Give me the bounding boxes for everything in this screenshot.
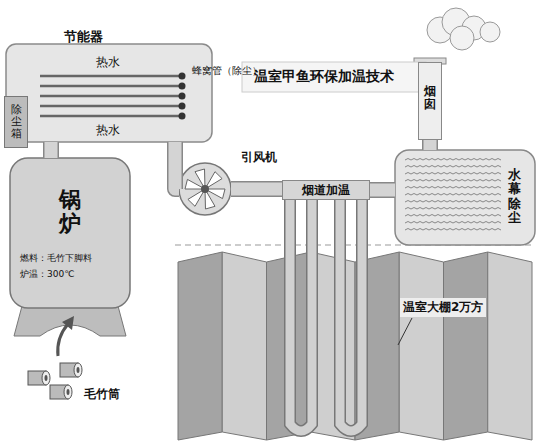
diagram-title: 温室甲鱼环保加温技术 xyxy=(254,68,394,86)
bamboo-tube xyxy=(28,371,50,385)
leader-line xyxy=(398,318,412,345)
water-wave xyxy=(405,180,501,182)
greenhouse-panel xyxy=(399,252,443,440)
boiler: 锅炉燃料：毛竹下脚料炉温：300℃ xyxy=(10,158,130,308)
greenhouse: 温室大棚2万方 xyxy=(178,252,532,440)
honeycomb-tube xyxy=(40,105,180,108)
pipe-connector xyxy=(370,190,395,191)
boiler-body xyxy=(10,158,130,308)
induced-fan: 引风机 xyxy=(179,163,231,215)
part-label: 蜂窝管（除尘） xyxy=(192,66,202,77)
feed-arrow xyxy=(58,324,68,356)
node-text: 炉温：300℃ xyxy=(20,268,74,281)
water-wave xyxy=(405,173,501,175)
water-wave xyxy=(405,187,501,189)
greenhouse-panel xyxy=(488,252,532,440)
water-wave xyxy=(405,194,501,196)
water-wave xyxy=(405,215,501,217)
node-text: 燃料：毛竹下脚料 xyxy=(20,252,92,265)
greenhouse-panel xyxy=(222,252,266,440)
pipe-body xyxy=(45,142,58,158)
water-curtain: 水幕除尘 xyxy=(395,150,535,245)
water-wave xyxy=(405,222,501,224)
node-text: 烟囱 xyxy=(424,85,436,111)
flue-tube xyxy=(340,196,362,431)
pipe-body xyxy=(370,184,395,197)
water-wave xyxy=(405,166,501,168)
tube-end xyxy=(179,93,186,100)
pipe-outline xyxy=(43,142,59,158)
pipe-outline xyxy=(175,142,179,189)
tube-end xyxy=(179,83,186,90)
pipe-outline xyxy=(231,181,282,197)
water-curtain-housing xyxy=(395,150,535,245)
greenhouse-panels xyxy=(178,252,532,440)
flue-duct: 烟道加温 xyxy=(282,180,370,200)
node-text: 引风机 xyxy=(241,149,277,166)
water-wave xyxy=(405,208,501,210)
smoke-cloud xyxy=(480,22,500,42)
pipe-connector xyxy=(430,140,431,150)
title-frame xyxy=(242,62,426,92)
greenhouse-panel xyxy=(178,252,222,440)
greenhouse-panel xyxy=(444,252,488,440)
node-text: 热水 xyxy=(96,54,120,71)
energy-saver: 节能器热水热水除尘箱 xyxy=(6,28,212,142)
flue-tube-outline xyxy=(340,196,362,431)
pipe-connector xyxy=(51,142,52,158)
energy-saver-housing xyxy=(6,44,212,142)
fan-housing xyxy=(179,163,231,215)
node-text: 温室大棚2万方 xyxy=(400,298,486,317)
boiler-legs xyxy=(14,306,126,336)
honeycomb-tube xyxy=(40,75,180,78)
dust-box: 除尘箱 xyxy=(4,96,28,148)
pipe-outline xyxy=(422,140,438,150)
water-wave xyxy=(405,229,501,231)
node-text: 热水 xyxy=(96,122,120,139)
water-wave xyxy=(405,201,501,203)
water-wave xyxy=(405,159,501,161)
pipe-body xyxy=(231,183,282,196)
tube-end xyxy=(179,73,186,80)
node-text: 除尘箱 xyxy=(11,104,22,140)
honeycomb-tube xyxy=(40,85,180,88)
fan-hub xyxy=(201,185,209,193)
honeycomb-tube xyxy=(40,95,180,98)
chimney: 烟囱 xyxy=(418,62,442,140)
bamboo-tube xyxy=(50,385,72,399)
tube-end xyxy=(179,103,186,110)
pipe-connector xyxy=(175,142,179,189)
flue-tube xyxy=(290,196,312,431)
node-text: 锅炉 xyxy=(59,188,81,236)
feed-arrowhead xyxy=(62,316,74,330)
material-label: 毛竹筒 xyxy=(84,386,120,403)
flue-tube-outline xyxy=(290,196,312,431)
pipe-connector xyxy=(231,189,282,190)
bamboo-tube xyxy=(60,363,82,377)
honeycomb-tube xyxy=(40,115,180,118)
tube-end xyxy=(179,113,186,120)
node-text: 水幕除尘 xyxy=(508,168,521,225)
pipe-body xyxy=(424,140,437,150)
smoke-cloud xyxy=(450,26,474,50)
node-text: 烟道加温 xyxy=(302,182,350,199)
pipe-body xyxy=(175,142,179,189)
pipe-outline xyxy=(370,182,395,198)
node-text: 节能器 xyxy=(64,28,103,46)
